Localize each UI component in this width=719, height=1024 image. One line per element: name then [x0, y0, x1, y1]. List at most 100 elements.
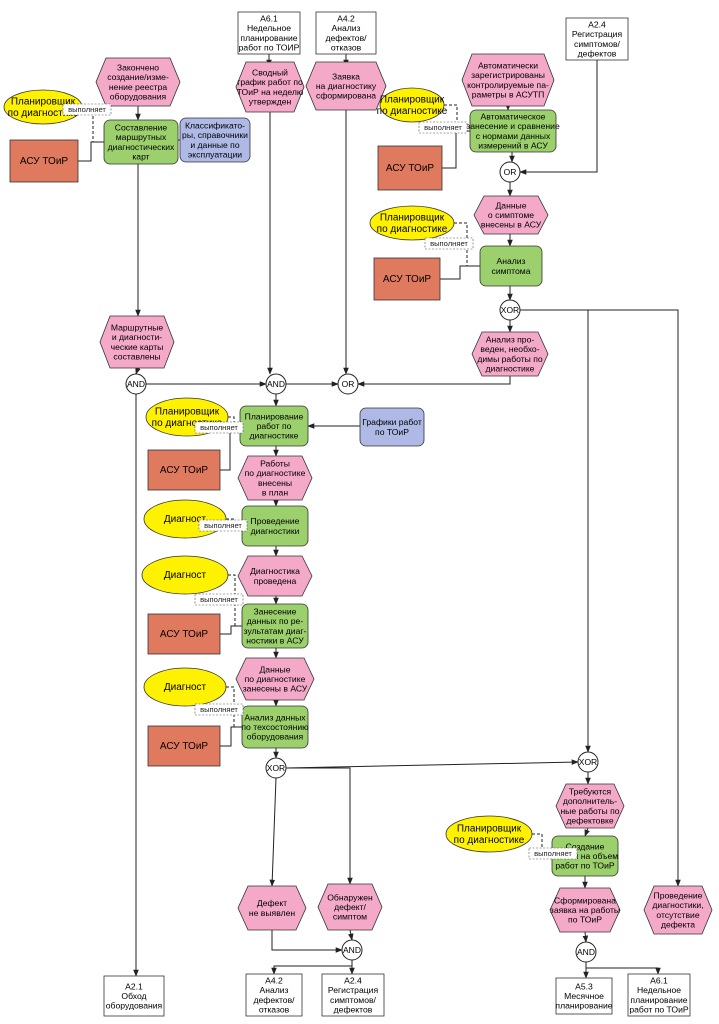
info-label: по ТОиР: [375, 427, 409, 437]
operator-circle: [499, 299, 521, 321]
assignment-connector: [440, 265, 480, 280]
event-shape: [317, 883, 383, 931]
process-label: дефектов: [334, 1004, 373, 1014]
connector-xor-operator: XOR: [499, 299, 521, 321]
function-label: диагностике: [250, 431, 299, 441]
function-shape: [469, 109, 557, 153]
event-label: дополнитель-: [563, 796, 617, 806]
operator-circle: [577, 751, 599, 773]
operator-circle: [341, 939, 363, 961]
function-shape: [479, 245, 543, 287]
connector-and-operator: AND: [575, 941, 597, 963]
performs-edge-label: выполняет: [418, 121, 468, 134]
process-label: А4.2: [337, 14, 355, 24]
info-label: эксплуатации: [188, 149, 242, 159]
event-label: ные работы по: [560, 806, 619, 816]
function-label: диагностических: [108, 142, 175, 152]
event-shape: [643, 885, 713, 935]
function-label: работ по: [257, 421, 292, 431]
process-interface-shape: [555, 977, 613, 1015]
role-label: Планировщик: [11, 96, 76, 107]
event-label: Закончено: [117, 63, 159, 73]
info-object-shape: [359, 407, 425, 447]
edge-label-box: [194, 421, 244, 434]
process-label: отказов: [331, 42, 362, 52]
role-label: по диагностике: [454, 835, 525, 846]
system-node-s-asu2: АСУ ТОиР: [377, 145, 443, 191]
process-label: планирование: [630, 995, 687, 1005]
event-shape: [235, 61, 305, 113]
event-shape: [461, 53, 555, 107]
role-node-r-diag2: Диагност: [141, 555, 229, 595]
function-label: занесение и сравнение: [466, 121, 560, 131]
assignment-connector: [220, 625, 242, 635]
system-shape: [9, 139, 79, 183]
connector-or-operator: OR: [337, 373, 359, 395]
event-label: дефектовке: [566, 815, 614, 825]
edge-label-text: выполняет: [68, 105, 106, 114]
event-label: заявка на работы: [550, 905, 620, 915]
process-label: Обход: [121, 991, 146, 1001]
performs-edge-label: выполняет: [62, 103, 112, 116]
performs-edge-label: выполняет: [194, 703, 244, 716]
event-node-e-auto-params: Автоматическизарегистрированыконтролируе…: [461, 53, 555, 107]
event-label: проведена: [254, 576, 297, 586]
event-label: зарегистрированы: [471, 70, 545, 80]
edge-label-box: [198, 519, 248, 532]
role-label: Планировщик: [380, 212, 445, 223]
assignment-connector: [220, 726, 242, 747]
event-label: Сводный: [252, 68, 288, 78]
event-shape: [305, 61, 387, 111]
edge-label-text: выполняет: [430, 239, 468, 248]
event-label: отсутствие: [656, 910, 699, 920]
edge-label-text: выполняет: [200, 705, 238, 714]
event-label: и диагности-: [112, 332, 162, 342]
process-label: А2.4: [344, 976, 362, 986]
flow-connector: [520, 309, 681, 887]
performs-edge-label: выполняет: [194, 593, 244, 606]
operator-circle: [499, 161, 521, 183]
system-node-s-asu6: АСУ ТОиР: [147, 725, 221, 767]
flow-connector: [285, 759, 579, 769]
system-shape: [147, 449, 221, 491]
edge-label-text: выполняет: [200, 423, 238, 432]
event-label: утвержден: [249, 96, 292, 106]
process-label: Недельное: [637, 985, 681, 995]
role-shape: [141, 555, 229, 595]
function-label: Создание: [566, 841, 605, 851]
edge-label-box: [418, 121, 468, 134]
connector-or-operator: OR: [499, 161, 521, 183]
event-label: Работы: [260, 459, 290, 469]
edge-label-text: выполняет: [424, 123, 462, 132]
performs-edge-label: выполняет: [424, 237, 474, 250]
function-label: работ по ТОиР: [555, 861, 615, 871]
process-label: А4.2: [265, 976, 283, 986]
event-label: Сформирована: [554, 895, 616, 905]
operator-label: AND: [267, 379, 285, 389]
process-label: Регистрация: [328, 985, 379, 995]
event-shape: [473, 195, 549, 235]
system-label: АСУ ТОиР: [160, 741, 208, 752]
function-shape: [241, 705, 309, 749]
edge-label-text: выполняет: [204, 521, 242, 530]
role-shape: [143, 667, 227, 707]
info-label: и данные по: [190, 140, 239, 150]
function-shape: [241, 603, 309, 649]
role-label: Диагност: [164, 514, 207, 525]
operator-circle: [265, 757, 287, 779]
function-label: оборудования: [247, 732, 304, 742]
process-label: дефектов/: [325, 33, 367, 43]
event-label: Дефект: [257, 898, 287, 908]
process-label: Анализ: [331, 23, 360, 33]
